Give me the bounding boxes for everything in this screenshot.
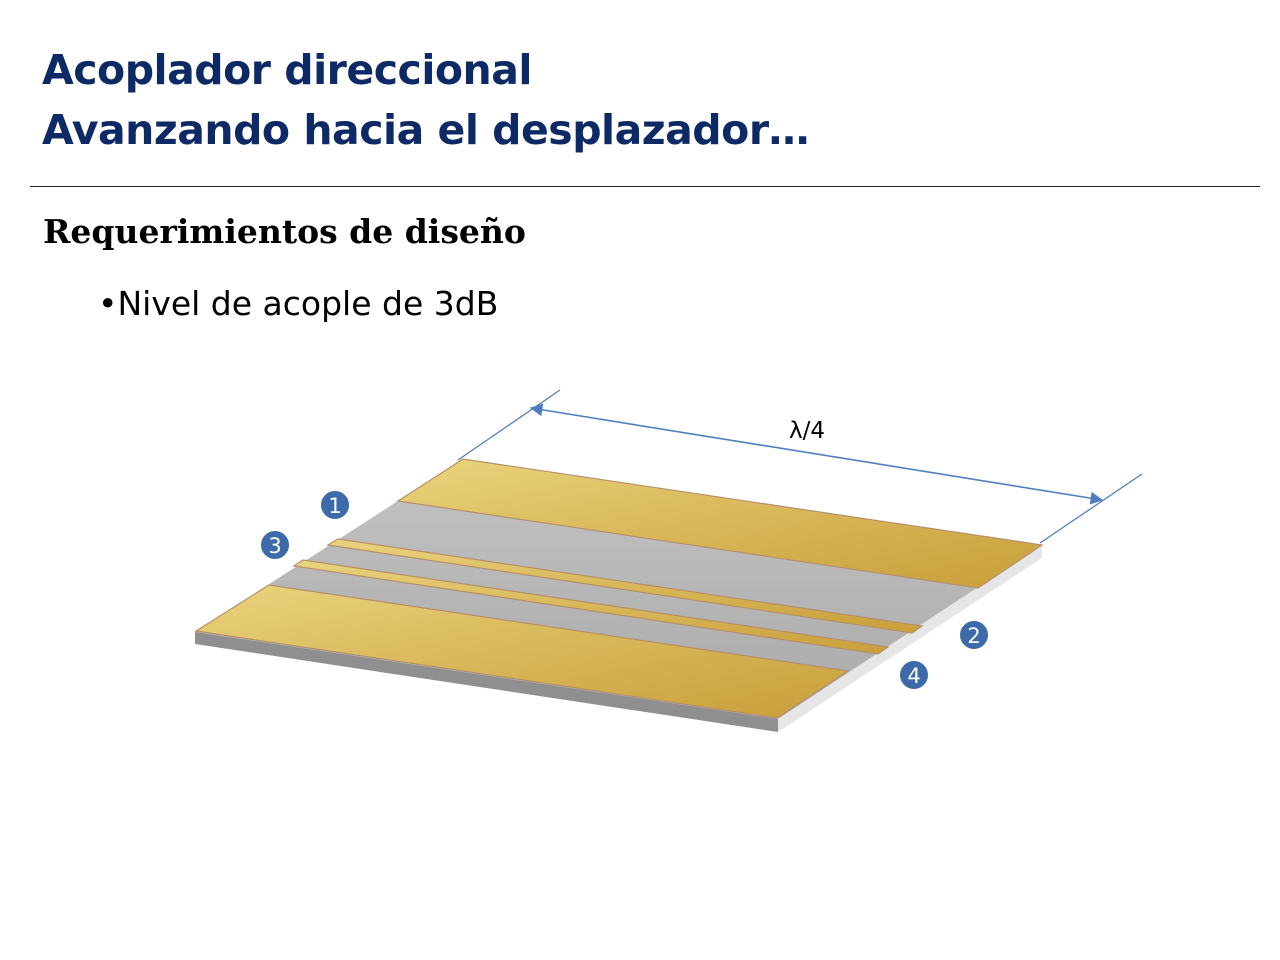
port-label-3: 3 [268,534,281,558]
coupled-line-upper [326,538,924,634]
coupled-line-lower [292,559,890,655]
dimension-label: λ/4 [789,418,825,444]
bullet-item: •Nivel de acople de 3dB [98,284,499,323]
substrate-right-edge [778,545,1042,732]
port-label-1: 1 [328,494,341,518]
port-badge-3: 3 [259,529,291,561]
page-title: Acoplador direccional Avanzando hacia el… [42,40,810,160]
extension-line-right [1039,473,1143,544]
title-line-2: Avanzando hacia el desplazador… [42,106,810,154]
substrate-front-edge [195,632,778,732]
dimension-arrow [529,403,1104,505]
port-label-2: 2 [967,624,980,648]
port-label-4: 4 [907,664,920,688]
title-divider [30,186,1260,187]
port-badge-1: 1 [319,489,351,521]
port-badge-2: 2 [958,619,990,651]
extension-line-left [457,389,561,461]
title-line-1: Acoplador direccional [42,46,532,94]
outer-strip-bottom [194,584,850,719]
section-heading: Requerimientos de diseño [43,212,526,251]
dimension-annotation: λ/4 [457,389,1143,544]
port-badge-4: 4 [898,659,930,691]
